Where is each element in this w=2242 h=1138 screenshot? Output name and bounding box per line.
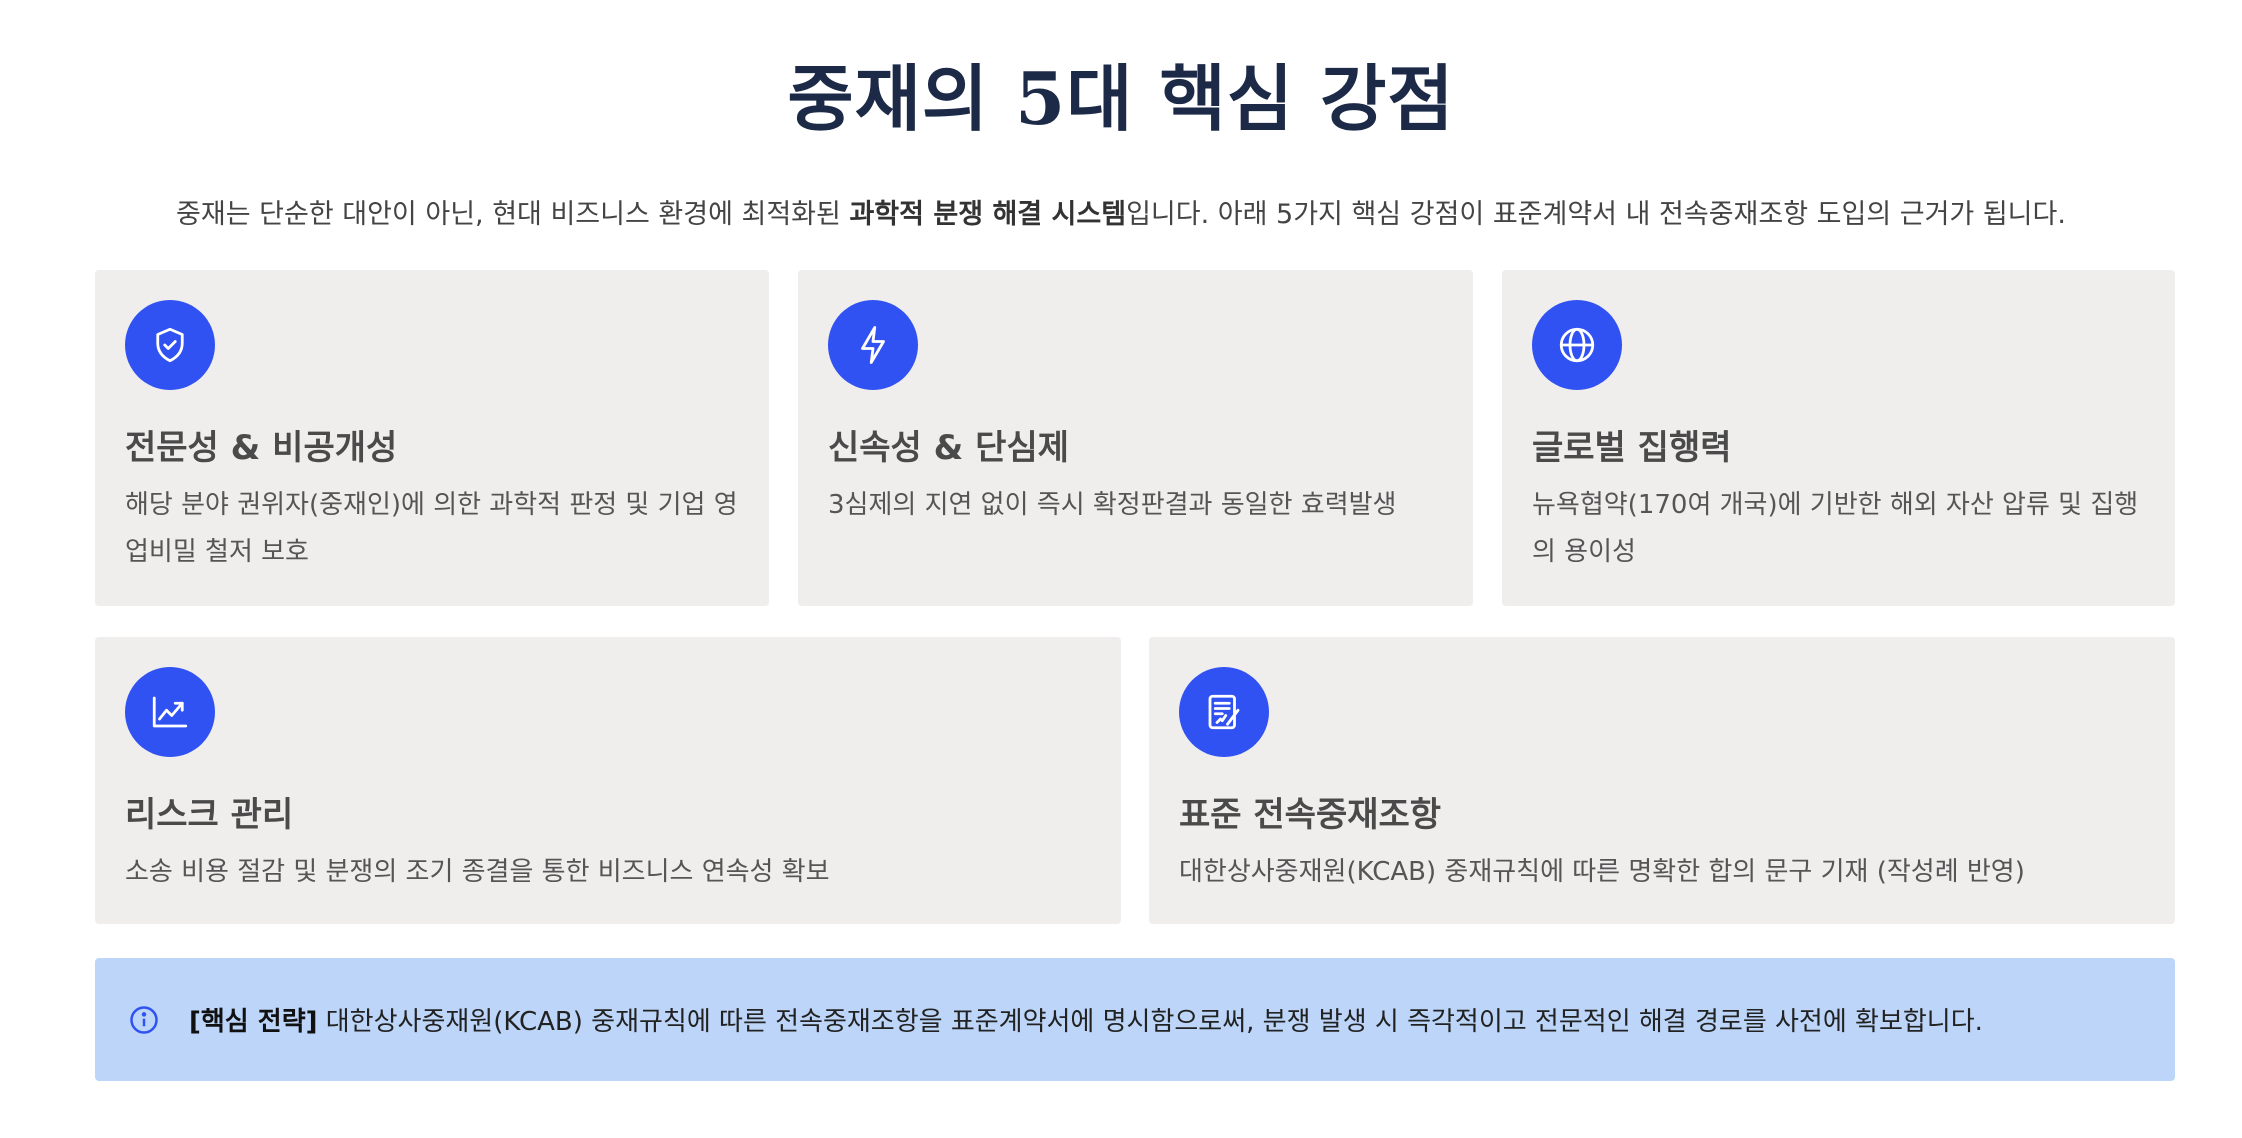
card-body: 뉴욕협약(170여 개국)에 기반한 해외 자산 압류 및 집행의 용이성: [1532, 490, 2139, 567]
subtitle-text-end: 입니다. 아래 5가지 핵심 강점이 표준계약서 내 전속중재조항 도입의 근거…: [1126, 199, 2066, 230]
subtitle-text: 중재는 단순한 대안이 아닌, 현대 비즈니스 환경에 최적화된: [176, 199, 850, 230]
card-title: 표준 전속중재조항: [1179, 795, 1442, 835]
card-body: 소송 비용 절감 및 분쟁의 조기 종결을 통한 비즈니스 연속성 확보: [125, 857, 830, 887]
info-icon: [130, 1005, 158, 1034]
globe-icon: [1532, 300, 1622, 390]
card-body: 3심제의 지연 없이 즉시 확정판결과 동일한 효력발생: [828, 490, 1397, 520]
page-title: 중재의 5대 핵심 강점: [787, 56, 1455, 141]
card-title: 전문성 & 비공개성: [125, 428, 398, 468]
callout-body: 대한상사중재원(KCAB) 중재규칙에 따른 전속중재조항을 표준계약서에 명시…: [317, 1007, 1983, 1037]
lightning-icon: [828, 300, 918, 390]
card-speed: 신속성 & 단심제 3심제의 지연 없이 즉시 확정판결과 동일한 효력발생: [798, 270, 1473, 606]
callout-text: [핵심 전략] 대한상사중재원(KCAB) 중재규칙에 따른 전속중재조항을 표…: [189, 1001, 1983, 1038]
card-title: 신속성 & 단심제: [828, 428, 1070, 468]
card-global: 글로벌 집행력 뉴욕협약(170여 개국)에 기반한 해외 자산 압류 및 집행…: [1502, 270, 2175, 606]
card-clause: 표준 전속중재조항 대한상사중재원(KCAB) 중재규칙에 따른 명확한 합의 …: [1149, 637, 2175, 924]
subtitle-emphasis: 과학적 분쟁 해결 시스템: [849, 199, 1127, 230]
card-expertise: 전문성 & 비공개성 해당 분야 권위자(중재인)에 의한 과학적 판정 및 기…: [95, 270, 769, 606]
card-title: 리스크 관리: [125, 795, 294, 835]
key-strategy-callout: [핵심 전략] 대한상사중재원(KCAB) 중재규칙에 따른 전속중재조항을 표…: [95, 958, 2175, 1081]
card-title: 글로벌 집행력: [1532, 428, 1732, 468]
card-risk: 리스크 관리 소송 비용 절감 및 분쟁의 조기 종결을 통한 비즈니스 연속성…: [95, 637, 1121, 924]
callout-label: [핵심 전략]: [189, 1007, 318, 1037]
trend-chart-icon: [125, 667, 215, 757]
card-body: 해당 분야 권위자(중재인)에 의한 과학적 판정 및 기업 영업비밀 철저 보…: [125, 490, 738, 567]
shield-check-icon: [125, 300, 215, 390]
page-subtitle: 중재는 단순한 대안이 아닌, 현대 비즈니스 환경에 최적화된 과학적 분쟁 …: [0, 192, 2242, 231]
signed-document-icon: [1179, 667, 1269, 757]
card-body: 대한상사중재원(KCAB) 중재규칙에 따른 명확한 합의 문구 기재 (작성례…: [1179, 857, 2025, 887]
